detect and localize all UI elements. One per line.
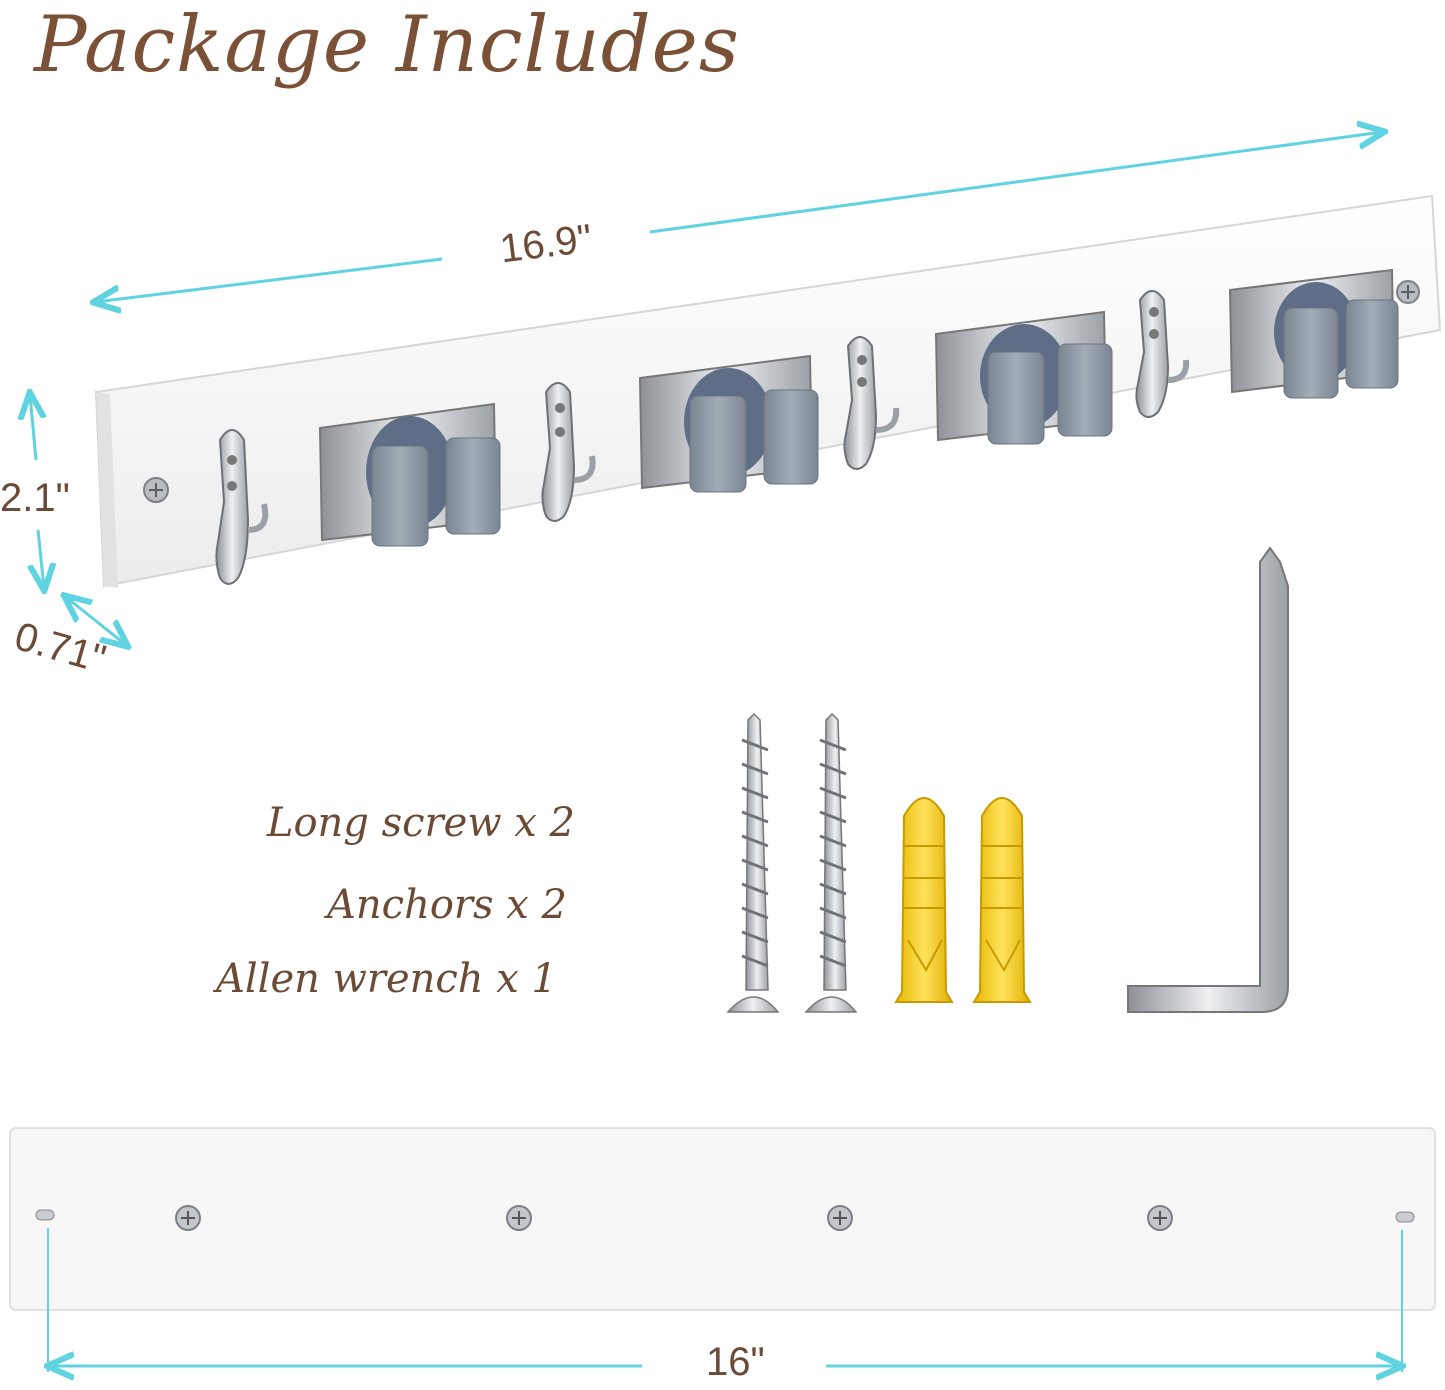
mop-clip-icon	[318, 402, 501, 547]
contents-label-wrench: Allen wrench x 1	[215, 956, 557, 1002]
length-label-bottom: 16"	[706, 1340, 765, 1384]
screw-icon	[175, 1205, 201, 1231]
rack-back-view	[9, 1127, 1436, 1311]
mop-clip-icon	[1228, 268, 1399, 399]
hook-icon	[1135, 290, 1190, 418]
length-arrow-top	[96, 132, 1382, 302]
page-title: Package Includes	[34, 0, 740, 90]
mop-clip-icon	[638, 354, 819, 493]
allen-wrench-icon	[1127, 546, 1289, 1013]
depth-arrow	[66, 597, 126, 645]
anchor-icon	[894, 797, 954, 1003]
long-screw-icon	[726, 712, 780, 1013]
hook-icon	[843, 336, 900, 470]
contents-label-anchors: Anchors x 2	[327, 882, 567, 928]
contents-label-screws: Long screw x 2	[266, 800, 575, 846]
height-label: 2.1"	[0, 476, 70, 520]
length-arrow-bottom	[48, 1228, 1402, 1372]
screw-icon	[1396, 280, 1420, 304]
keyhole-icon	[1395, 1211, 1415, 1223]
height-arrow	[30, 395, 44, 588]
screw-icon	[827, 1205, 853, 1231]
keyhole-icon	[35, 1209, 55, 1221]
mop-clip-icon	[934, 310, 1113, 445]
screw-icon	[1147, 1205, 1173, 1231]
hook-icon	[215, 429, 269, 585]
rack-front-view	[94, 194, 1442, 588]
screw-icon	[506, 1205, 532, 1231]
anchor-icon	[972, 797, 1032, 1003]
long-screw-icon	[804, 712, 858, 1013]
hook-icon	[541, 382, 596, 522]
screw-icon	[143, 477, 169, 503]
